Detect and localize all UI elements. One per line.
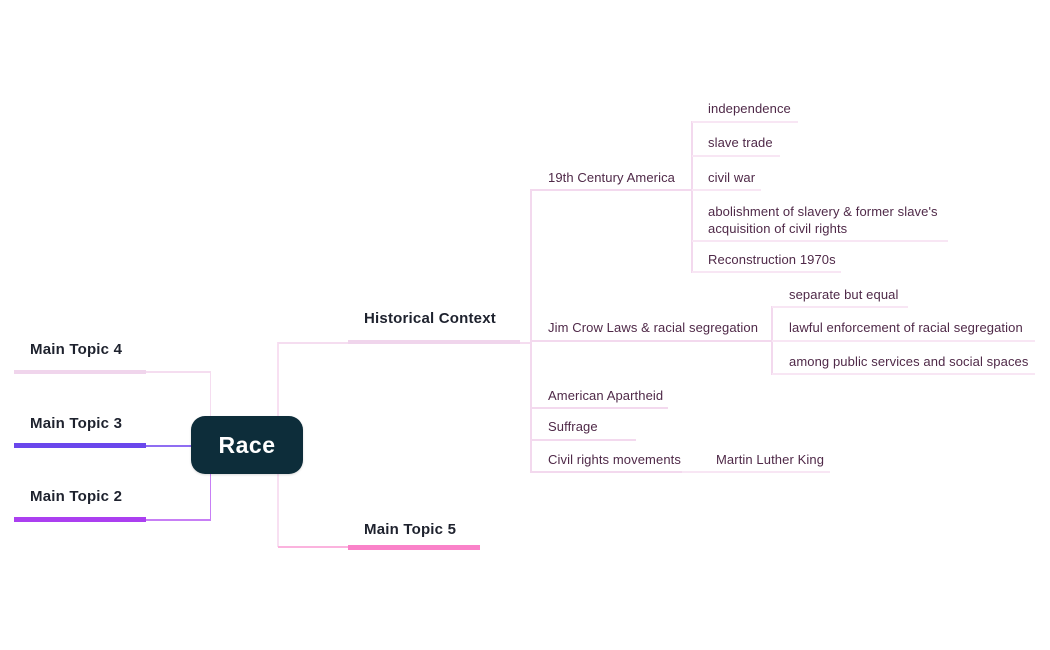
branch-main-topic-4-connector-v: [209, 371, 211, 446]
node-martin-luther-king[interactable]: Martin Luther King: [716, 452, 825, 467]
branch-slave-trade-underline: [692, 155, 780, 157]
civil-rights-mlk-connector: [682, 471, 710, 473]
node-civil-rights-movements[interactable]: Civil rights movements: [548, 452, 681, 467]
branch-independence-underline: [692, 121, 798, 123]
branch-separate-but-equal-underline: [772, 306, 908, 308]
branch-main-topic-4-connector-h: [146, 371, 211, 373]
branch-19th-century-underline: [530, 189, 692, 191]
node-main-topic-2[interactable]: Main Topic 2: [30, 488, 123, 505]
node-reconstruction[interactable]: Reconstruction 1970s: [708, 252, 836, 267]
branch-main-topic-4-bar: [14, 370, 146, 374]
branch-suffrage-underline: [530, 439, 636, 441]
node-abolishment[interactable]: abolishment of slavery & former slave's …: [708, 204, 938, 236]
node-slave-trade[interactable]: slave trade: [708, 135, 773, 150]
node-independence[interactable]: independence: [708, 101, 791, 116]
19th-century-children-v: [691, 121, 693, 273]
branch-jim-crow-underline: [530, 340, 772, 342]
node-lawful-enforcement[interactable]: lawful enforcement of racial segregation: [789, 320, 1023, 335]
branch-among-public-underline: [772, 373, 1035, 375]
node-american-apartheid[interactable]: American Apartheid: [548, 388, 664, 403]
branch-main-topic-2-connector-h: [146, 519, 211, 521]
branch-historical-context-connector-right: [520, 342, 531, 344]
branch-american-apartheid-underline: [530, 407, 668, 409]
branch-civil-war-underline: [692, 189, 761, 191]
node-separate-but-equal[interactable]: separate but equal: [789, 287, 899, 302]
branch-main-topic-2-bar: [14, 517, 146, 522]
node-main-topic-4[interactable]: Main Topic 4: [30, 341, 123, 358]
jim-crow-children-v: [771, 306, 773, 375]
branch-main-topic-5-bar: [348, 545, 480, 550]
node-among-public-services[interactable]: among public services and social spaces: [789, 354, 1029, 369]
branch-main-topic-3-bar: [14, 443, 146, 448]
branch-main-topic-5-connector-left: [278, 546, 348, 548]
branch-mlk-underline: [710, 471, 830, 473]
branch-main-topic-2-connector-v: [209, 446, 211, 520]
historical-context-children-v: [530, 190, 532, 472]
branch-main-topic-3-connector-h: [146, 445, 192, 447]
root-node-race[interactable]: Race: [191, 416, 303, 474]
node-suffrage[interactable]: Suffrage: [548, 419, 598, 434]
branch-lawful-enforcement-underline: [772, 340, 1035, 342]
node-main-topic-3[interactable]: Main Topic 3: [30, 415, 123, 432]
node-19th-century-america[interactable]: 19th Century America: [548, 170, 676, 185]
branch-civil-rights-underline: [530, 471, 682, 473]
root-node-label: Race: [218, 431, 276, 458]
branch-historical-context-bar: [348, 340, 520, 344]
node-historical-context[interactable]: Historical Context: [364, 310, 496, 327]
node-jim-crow-laws[interactable]: Jim Crow Laws & racial segregation: [548, 320, 759, 335]
branch-reconstruction-underline: [692, 271, 841, 273]
node-main-topic-5[interactable]: Main Topic 5: [364, 521, 457, 538]
branch-historical-context-connector-left: [278, 342, 348, 344]
branch-abolishment-underline: [692, 240, 948, 242]
node-civil-war[interactable]: civil war: [708, 170, 756, 185]
